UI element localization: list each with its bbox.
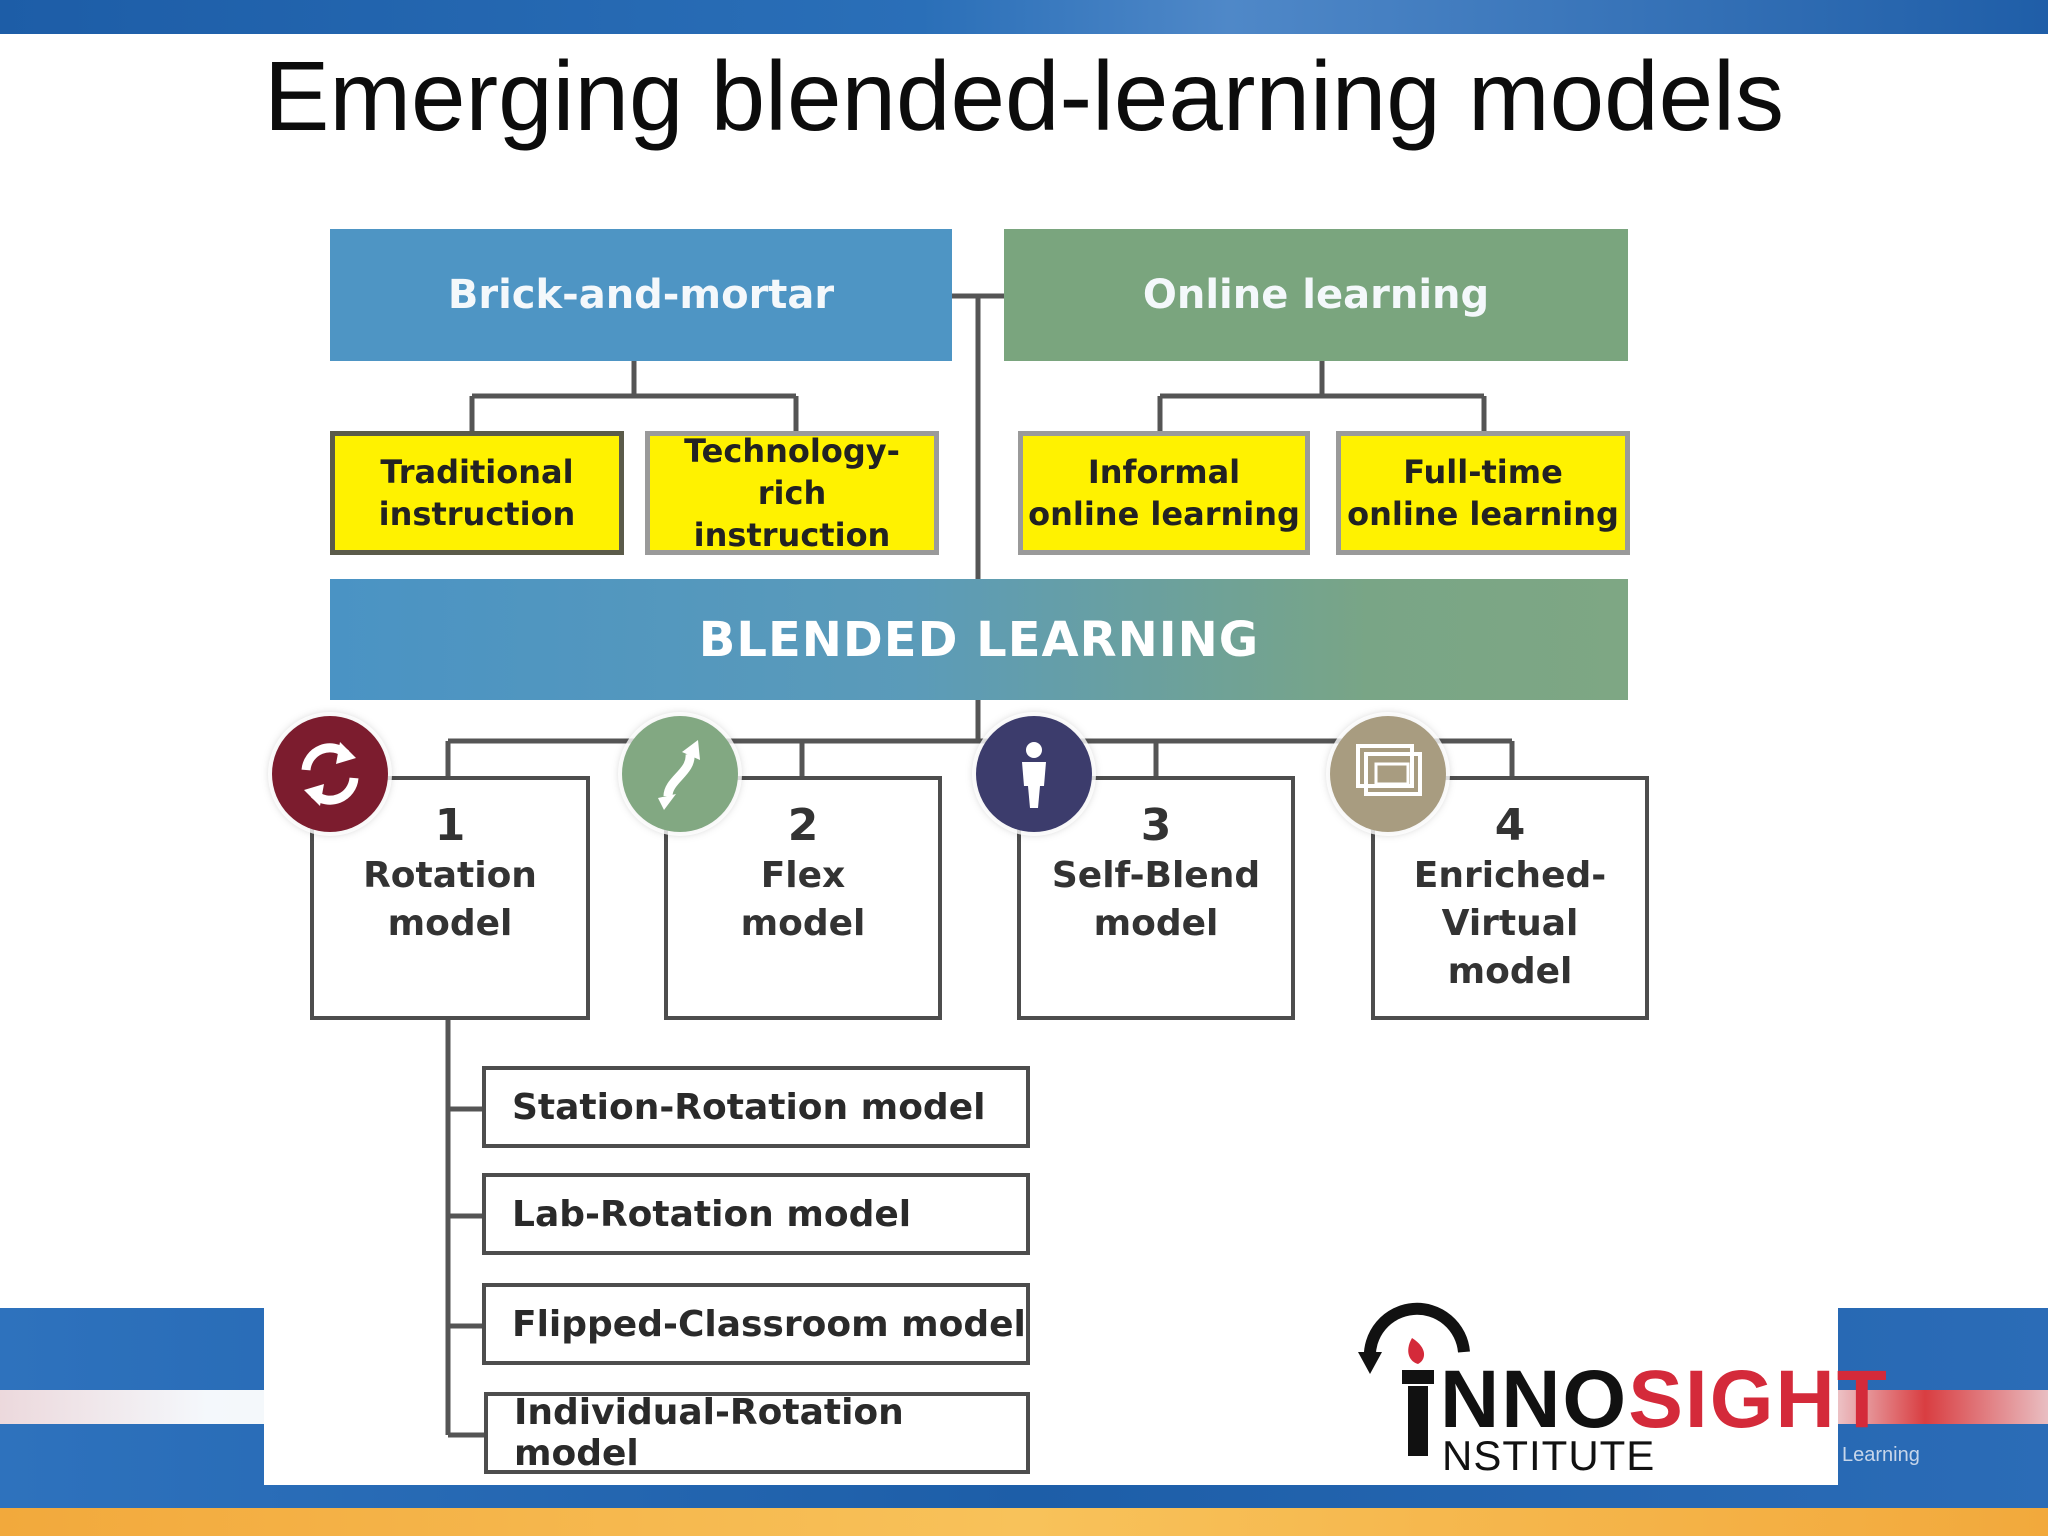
gold-footer-band	[0, 1508, 2048, 1536]
model-name: Flex model	[740, 855, 866, 944]
brick-and-mortar-box: Brick-and-mortar	[330, 229, 952, 361]
model-number: 2	[787, 800, 819, 851]
rotation-arrows-icon	[272, 716, 388, 832]
online-learning-box: Online learning	[1004, 229, 1628, 361]
logo-word-part2: SIGHT	[1628, 1354, 1889, 1445]
model-box-enriched-virtual: 4 Enriched- Virtual model	[1371, 776, 1649, 1020]
full-time-online-learning-box: Full-time online learning	[1336, 431, 1630, 555]
model-number: 1	[434, 800, 466, 851]
station-rotation-model-box: Station-Rotation model	[482, 1066, 1030, 1148]
top-decorative-band	[0, 0, 2048, 34]
slide-title: Emerging blended-learning models	[264, 41, 1784, 151]
model-name: Self-Blend model	[1051, 855, 1261, 944]
logo-subtitle: NSTITUTE	[1442, 1432, 1656, 1479]
flex-arrow-icon	[622, 716, 738, 832]
technology-rich-instruction-box: Technology-rich instruction	[645, 431, 939, 555]
model-number: 4	[1494, 800, 1526, 851]
logo-word-part1: NNO	[1440, 1354, 1629, 1445]
online-learning-label: Online learning	[1142, 272, 1490, 318]
innosight-institute-logo: I NNOSIGHT NSTITUTE	[1352, 1282, 1887, 1477]
footer-word: Learning	[1842, 1444, 1920, 1466]
model-name: Enriched- Virtual model	[1413, 855, 1607, 992]
model-box-self-blend: 3 Self-Blend model	[1017, 776, 1295, 1020]
flipped-classroom-model-box: Flipped-Classroom model	[482, 1283, 1030, 1365]
blended-learning-bar: BLENDED LEARNING	[330, 579, 1628, 700]
informal-online-learning-box: Informal online learning	[1018, 431, 1310, 555]
lab-rotation-model-box: Lab-Rotation model	[482, 1173, 1030, 1255]
model-name: Rotation model	[363, 855, 537, 944]
brick-and-mortar-label: Brick-and-mortar	[447, 272, 835, 318]
individual-rotation-model-box: Individual-Rotation model	[484, 1392, 1030, 1474]
model-number: 3	[1140, 800, 1172, 851]
screens-icon	[1330, 716, 1446, 832]
blended-learning-label: BLENDED LEARNING	[698, 611, 1260, 668]
person-icon	[976, 716, 1092, 832]
traditional-instruction-box: Traditional instruction	[330, 431, 624, 555]
